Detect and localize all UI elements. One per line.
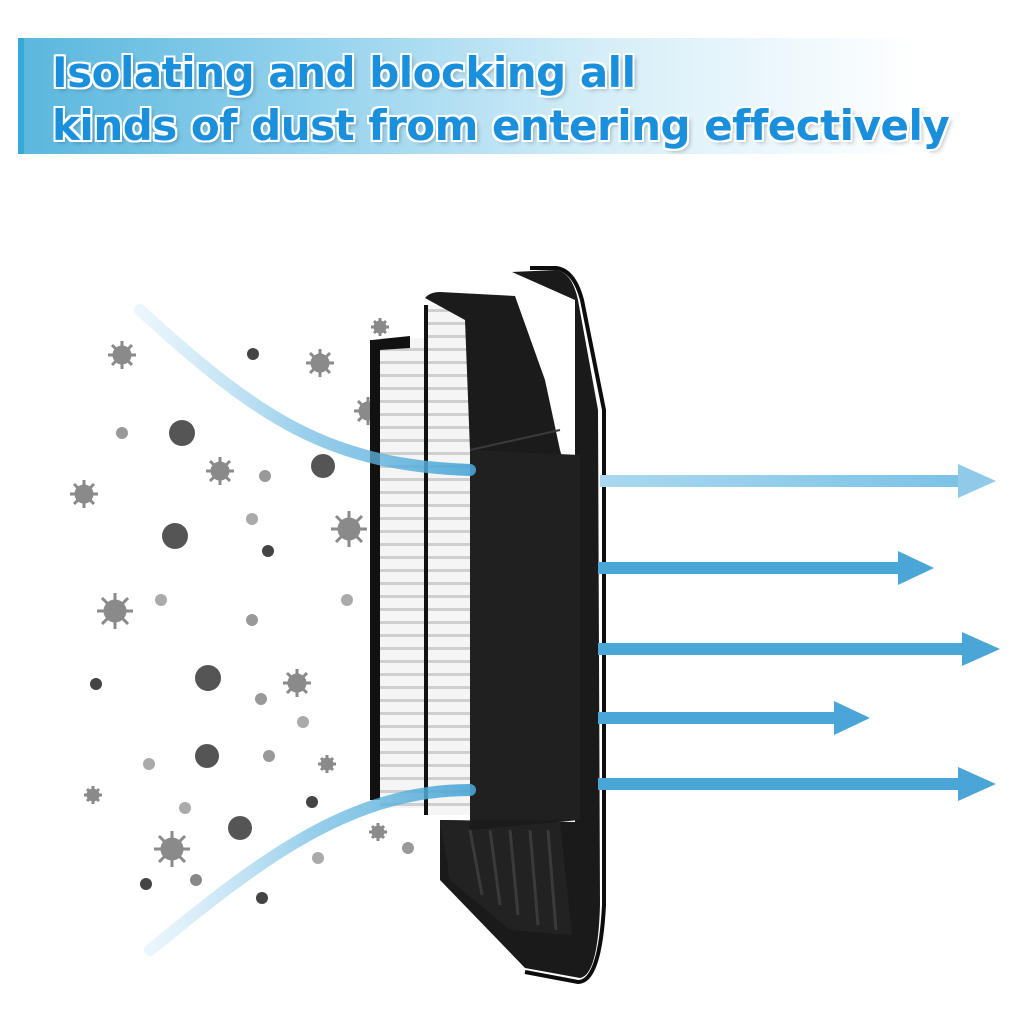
arrow-right-icon xyxy=(598,767,996,801)
headline-line-2: kinds of dust from entering effectively xyxy=(52,101,950,150)
virus-icon xyxy=(84,786,102,804)
virus-icons xyxy=(70,318,389,867)
virus-icon xyxy=(331,511,367,547)
airflow-out xyxy=(598,464,1000,801)
virus-icon xyxy=(369,823,387,841)
virus-icon xyxy=(108,341,136,369)
virus-icon xyxy=(283,669,311,697)
virus-icon xyxy=(306,349,334,377)
virus-icon xyxy=(154,831,190,867)
headline: Isolating and blocking all kinds of dust… xyxy=(52,46,950,152)
arrow-right-icon xyxy=(600,464,996,498)
dust-particles xyxy=(90,348,414,904)
arrow-right-icon xyxy=(598,551,934,585)
virus-icon xyxy=(206,457,234,485)
air-filter-image xyxy=(370,266,606,985)
virus-icon xyxy=(70,480,98,508)
headline-banner xyxy=(18,38,918,154)
headline-line-1: Isolating and blocking all xyxy=(52,48,636,97)
virus-icon xyxy=(318,755,336,773)
arrow-right-icon xyxy=(598,632,1000,666)
virus-icon xyxy=(97,593,133,629)
virus-icon xyxy=(371,318,389,336)
airflow-in xyxy=(64,304,476,956)
arrow-right-icon xyxy=(598,701,870,735)
